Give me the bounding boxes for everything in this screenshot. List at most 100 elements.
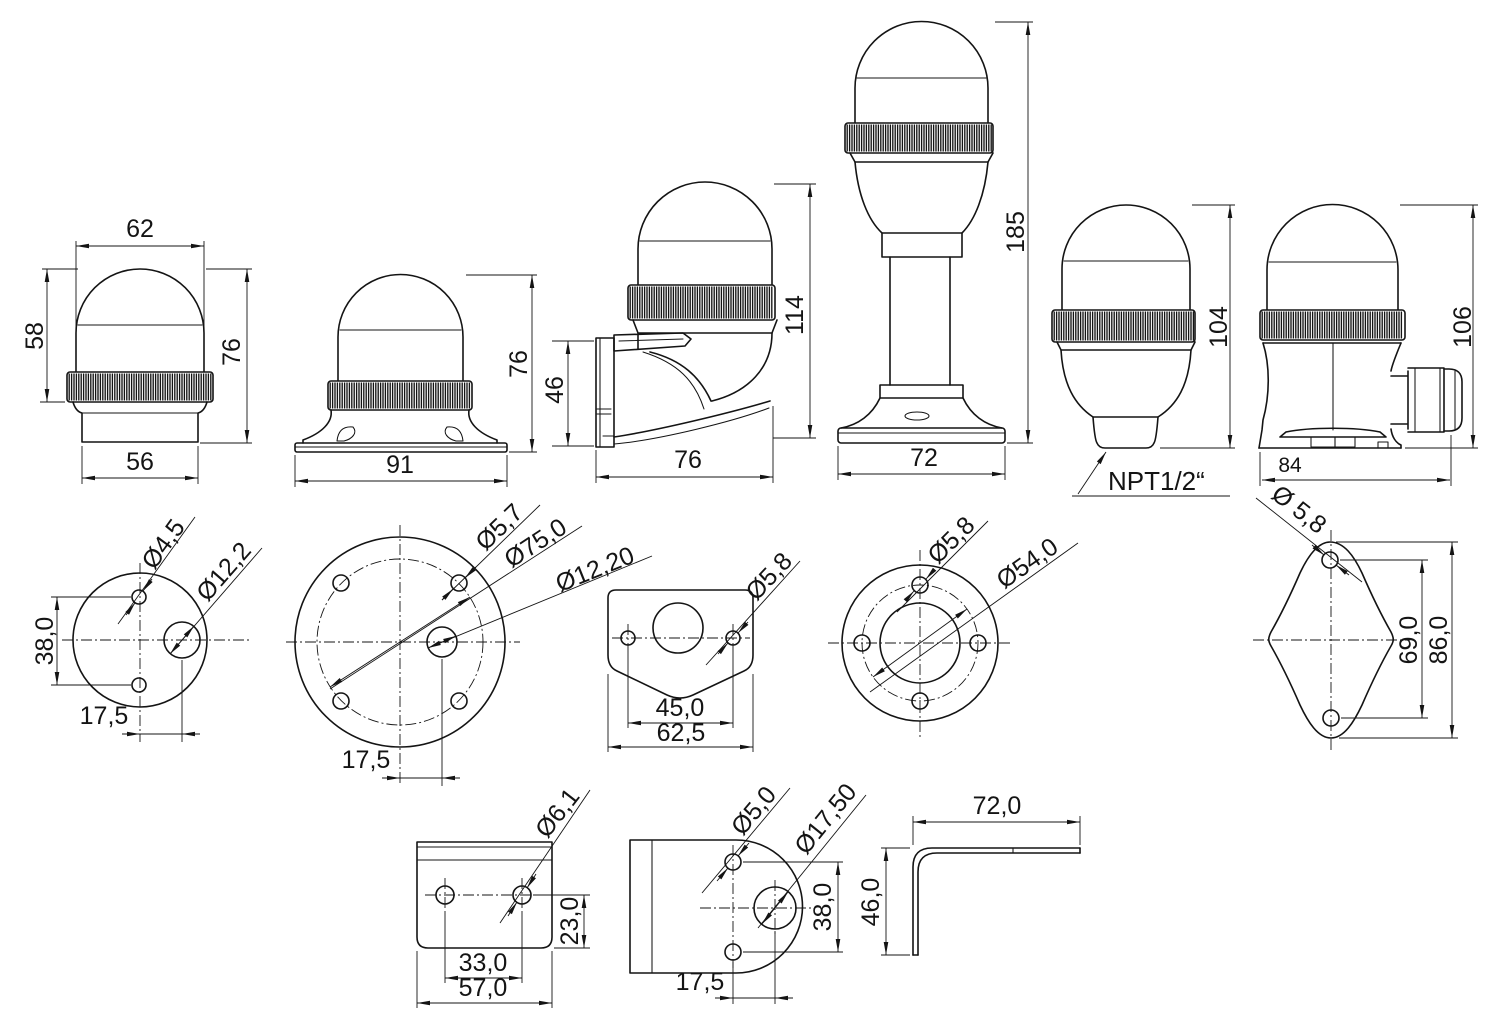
view-hole-pattern-round4: 17,5 Ø5,7 Ø75,0 Ø12,20 [286, 498, 653, 786]
housing-side-right [1390, 342, 1402, 449]
dim-total-height: 106 [1449, 306, 1477, 348]
cable-hole [426, 626, 458, 658]
dim-hole-spacing: 33,0 [459, 949, 508, 977]
adapter-step [881, 232, 963, 258]
dim-width: 62,5 [657, 719, 706, 747]
dim-base-width: 56 [126, 448, 154, 476]
leader-small-hole [441, 504, 541, 601]
beacon-bulb [1060, 349, 1192, 418]
dim-hole-spacing: 38,0 [31, 617, 59, 666]
dim-total-height: 104 [1205, 306, 1233, 348]
dim-lens-height: 58 [21, 322, 49, 350]
view-bracket-shield-plate: 45,0 62,5 Ø5,8 [607, 547, 801, 752]
view-bracket-l-angle: 72,0 46,0 [857, 792, 1081, 956]
cable-hole [163, 621, 201, 659]
view-flange-4hole: Ø5,8 Ø54,0 [828, 511, 1079, 737]
dia-large-hole: Ø12,2 [191, 537, 257, 607]
beacon-dome [1266, 203, 1399, 311]
mount-hole [450, 692, 468, 710]
beacon-neck [632, 319, 778, 350]
angle-inner [917, 852, 1081, 956]
view-hole-pattern-3hole: 38,0 17,5 Ø4,5 Ø12,2 [31, 514, 263, 742]
dim-vertical-leg: 46,0 [857, 878, 885, 927]
base-gusset-right [444, 426, 464, 442]
beacon-dome [75, 268, 205, 373]
beacon-base [72, 401, 208, 443]
beacon-neck [849, 152, 994, 163]
beacon-dome [337, 273, 464, 382]
dim-base-width: 72 [910, 444, 938, 472]
dim-height: 86,0 [1425, 616, 1453, 665]
dim-total-width: 76 [674, 446, 702, 474]
pole-base-step [879, 384, 964, 399]
thread-label: NPT1/2“ [1108, 466, 1205, 496]
dim-total-height: 185 [1002, 211, 1030, 253]
dim-top-width: 62 [126, 215, 154, 243]
leader-small-hole [896, 520, 989, 613]
leader-bolt-circle [869, 542, 1079, 693]
dim-base-width: 84 [1278, 454, 1302, 477]
leader-small-hole [117, 516, 196, 625]
dia-small-hole: Ø5,0 [726, 781, 782, 841]
base-gusset-left [336, 426, 356, 442]
leader-large-hole [757, 794, 867, 929]
dim-horizontal-leg: 72,0 [973, 792, 1022, 820]
view-beacon-cable-gland: 106 84 [1258, 203, 1478, 486]
mount-hole [332, 692, 350, 710]
dia-small-hole: Ø5,8 [922, 511, 980, 569]
leader-small-hole [705, 560, 801, 666]
mount-hole [1321, 551, 1339, 569]
dim-hole-spacing: 38,0 [809, 883, 837, 932]
angle-outer [912, 847, 1081, 956]
plate-outline [607, 589, 754, 699]
gasket-outline [1267, 541, 1395, 739]
bracket-arm [613, 332, 692, 352]
dim-total-height: 76 [505, 350, 533, 378]
leader-bolt-circle [329, 525, 583, 690]
view-beacon-flange-base: 91 76 [294, 273, 537, 487]
dia-small-hole: Ø4,5 [136, 514, 191, 574]
elbow-curve-outer [613, 400, 771, 438]
base-slab [837, 427, 1006, 444]
base-notch [1377, 441, 1389, 449]
wall-plate [595, 337, 615, 448]
pole-tube [889, 256, 951, 386]
mount-hole [332, 574, 350, 592]
beacon-dome [637, 181, 773, 286]
beacon-dome [854, 20, 989, 124]
mount-hole [911, 692, 929, 710]
view-bracket-d-plate: 38,0 17,5 Ø5,0 Ø17,50 [629, 778, 867, 1004]
leader-small-hole [701, 787, 791, 894]
base-flare-right [468, 409, 498, 444]
base-flare [840, 397, 1003, 429]
view-beacon-pole-mount: 185 72 [837, 20, 1033, 480]
mount-hole [969, 634, 987, 652]
view-gasket-diamond: 69,0 86,0 Ø 5,8 [1253, 480, 1458, 752]
view-beacon-surface-mount: 62 58 76 56 [21, 215, 252, 484]
dia-hole: Ø6,1 [530, 783, 585, 843]
dim-offset: 17,5 [676, 968, 725, 996]
elbow-curve-inner [649, 351, 712, 402]
center-hole [652, 602, 704, 654]
view-beacon-npt: 104 NPT1/2“ [1051, 204, 1235, 497]
dim-hole-height: 23,0 [556, 897, 584, 946]
mount-hole [853, 634, 871, 652]
housing-pod [711, 332, 773, 402]
mount-hole [1322, 709, 1340, 727]
view-bracket-flat: 33,0 57,0 23,0 Ø6,1 [416, 783, 591, 1008]
dim-bracket-height: 46 [541, 376, 569, 404]
dia-large-hole: Ø17,50 [789, 778, 862, 859]
gland-body [1407, 367, 1445, 433]
gland-cap [1443, 368, 1463, 432]
plate-outline [629, 839, 804, 974]
dia-small-hole: Ø5,8 [740, 547, 797, 606]
mount-hole [131, 677, 147, 693]
base-flare-left [302, 409, 332, 444]
base-tab [1334, 436, 1356, 448]
leader-large-hole [427, 555, 653, 649]
dim-total-height: 114 [781, 295, 809, 335]
dim-total-height: 76 [218, 338, 246, 366]
base-screw-hole [904, 411, 930, 421]
